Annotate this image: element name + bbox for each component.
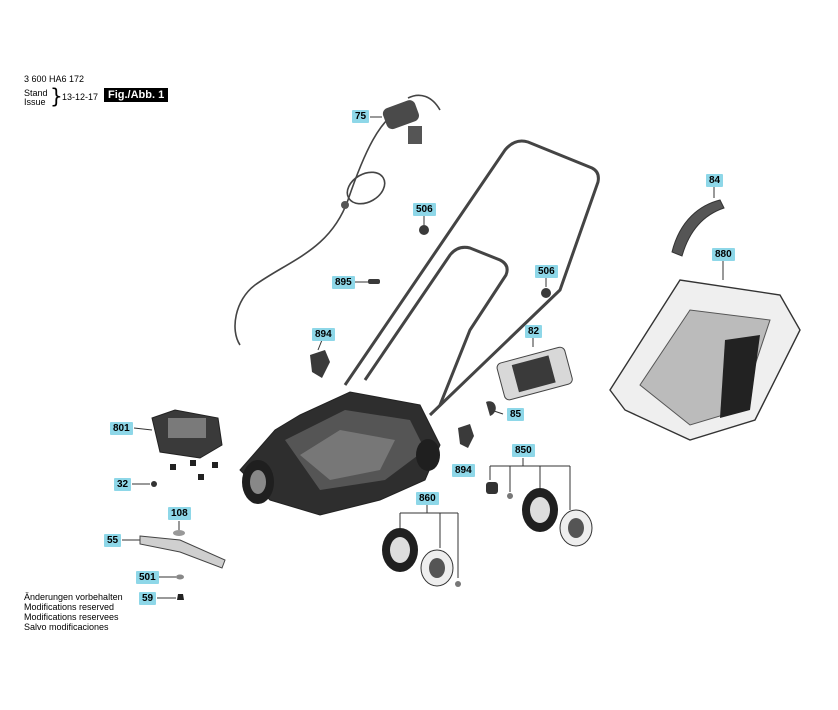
callout-894-left[interactable]: 894	[312, 328, 335, 341]
callout-75[interactable]: 75	[352, 110, 370, 123]
rear-wheel-set	[486, 482, 593, 547]
modification-notes: Änderungen vorbehalten Modifications res…	[24, 592, 123, 632]
issue-date: 13-12-17	[62, 92, 99, 102]
callout-85[interactable]: 85	[507, 408, 525, 421]
note-en: Modifications reserved	[24, 602, 115, 612]
cable-clip	[341, 201, 349, 209]
callout-84[interactable]: 84	[706, 174, 724, 187]
levers	[310, 225, 551, 448]
handle-frame	[343, 139, 600, 417]
bolt-59	[177, 594, 184, 600]
mower-housing	[239, 391, 441, 516]
callout-880[interactable]: 880	[712, 248, 735, 261]
note-es: Salvo modificaciones	[24, 622, 109, 632]
washer-108	[173, 530, 185, 536]
callout-894-right[interactable]: 894	[452, 464, 475, 477]
callout-506-top[interactable]: 506	[413, 203, 436, 216]
note-fr: Modifications reservees	[24, 612, 119, 622]
callout-59[interactable]: 59	[139, 592, 157, 605]
callout-32[interactable]: 32	[114, 478, 132, 491]
callout-108[interactable]: 108	[168, 507, 191, 520]
stand-label: Stand	[24, 88, 48, 98]
cable-holder	[496, 346, 573, 401]
callout-82[interactable]: 82	[525, 325, 543, 338]
switch-box	[382, 100, 422, 144]
issue-label: Issue	[24, 97, 46, 107]
callout-860[interactable]: 860	[416, 492, 439, 505]
callout-801[interactable]: 801	[110, 422, 133, 435]
callout-850[interactable]: 850	[512, 444, 535, 457]
callout-895[interactable]: 895	[332, 276, 355, 289]
blade	[139, 535, 226, 569]
callout-55[interactable]: 55	[104, 534, 122, 547]
motor-unit	[151, 409, 223, 480]
cable-assembly	[234, 94, 441, 346]
grass-box	[609, 279, 801, 441]
doc-number: 3 600 HA6 172	[24, 74, 85, 84]
brace-icon: }	[50, 84, 63, 108]
callout-506-right[interactable]: 506	[535, 265, 558, 278]
washer-501	[176, 574, 184, 580]
grass-box-handle	[671, 199, 725, 257]
screw-32	[151, 481, 157, 487]
callout-501[interactable]: 501	[136, 571, 159, 584]
note-de: Änderungen vorbehalten	[24, 592, 123, 602]
front-wheel-set	[382, 528, 461, 587]
figure-label: Fig./Abb. 1	[104, 88, 169, 102]
